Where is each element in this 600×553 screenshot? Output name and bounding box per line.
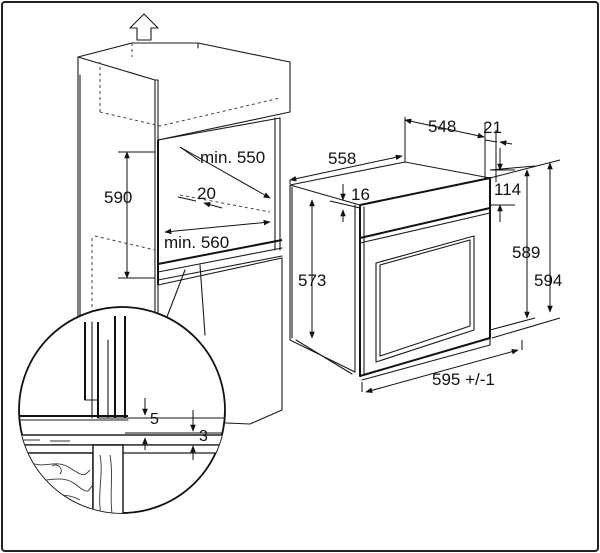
oven-body-depth-label: 548 [428,117,456,136]
front-thickness-dimension: 21 [483,118,513,182]
front-offset-dimension: 16 [329,184,370,222]
panel-height-dimension: 114 [490,148,521,222]
oven [289,117,491,381]
up-arrow-icon [129,13,159,41]
niche-width-dimension: min. 560 [164,219,271,252]
detail-circle: 5 3 [18,306,226,514]
front-thickness-label: 21 [483,118,502,137]
niche-depth-label: min. 550 [200,148,265,167]
vent-gap-label: 20 [197,184,216,203]
oven-total-height-dimension: 594 [489,159,562,339]
niche-height-label: 590 [104,188,132,207]
panel-height-label: 114 [494,180,521,199]
front-offset-label: 16 [351,185,370,204]
niche-height-dimension: 590 [104,151,155,279]
niche-depth-dimension: min. 550 [179,146,271,199]
oven-width-label: 595 +/-1 [432,370,495,389]
detail-gap-bottom-label: 3 [199,428,208,445]
oven-depth-label: 558 [328,149,356,168]
oven-total-height-label: 594 [534,271,562,290]
oven-front-height-dimension: 589 [489,165,540,331]
detail-leader-right [199,264,206,336]
vent-gap-dimension: 20 [177,184,223,209]
oven-width-dimension: 595 +/-1 [361,340,523,394]
oven-front-height-label: 589 [512,243,540,262]
oven-body-height-label: 573 [298,271,326,290]
oven-depth-dimension: 558 [289,149,403,184]
niche-width-label: min. 560 [164,233,229,252]
oven-body-depth-dimension: 548 [404,117,485,139]
detail-gap-top-label: 5 [150,411,159,428]
oven-body-height-dimension: 573 [298,199,326,339]
